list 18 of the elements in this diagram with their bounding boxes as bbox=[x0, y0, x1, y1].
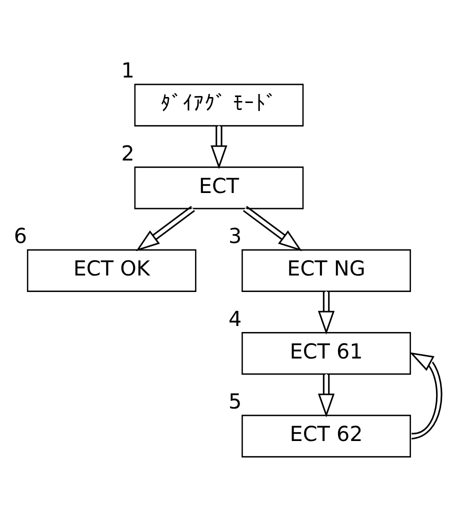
node-label: 2 bbox=[121, 140, 134, 165]
node-box: ECT NG bbox=[242, 248, 411, 292]
arrow bbox=[210, 125, 228, 169]
node-label: 3 bbox=[228, 224, 242, 248]
node-box: ECT 62 bbox=[242, 414, 411, 457]
node-box: ECT 61 bbox=[242, 332, 411, 374]
node-label: 1 bbox=[121, 58, 134, 82]
node-label: 5 bbox=[228, 389, 242, 414]
node-label: 6 bbox=[14, 224, 28, 248]
node-box: ﾀﾞｲｱｸﾞ ﾓｰﾄﾞ bbox=[134, 83, 304, 126]
node-label: 4 bbox=[228, 306, 242, 330]
arrow bbox=[410, 352, 442, 439]
node-box: ECT bbox=[134, 166, 304, 209]
arrow bbox=[318, 374, 335, 417]
arrow bbox=[136, 205, 195, 251]
arrow bbox=[242, 205, 302, 251]
node-box: ECT OK bbox=[26, 248, 196, 292]
arrow bbox=[318, 290, 335, 334]
